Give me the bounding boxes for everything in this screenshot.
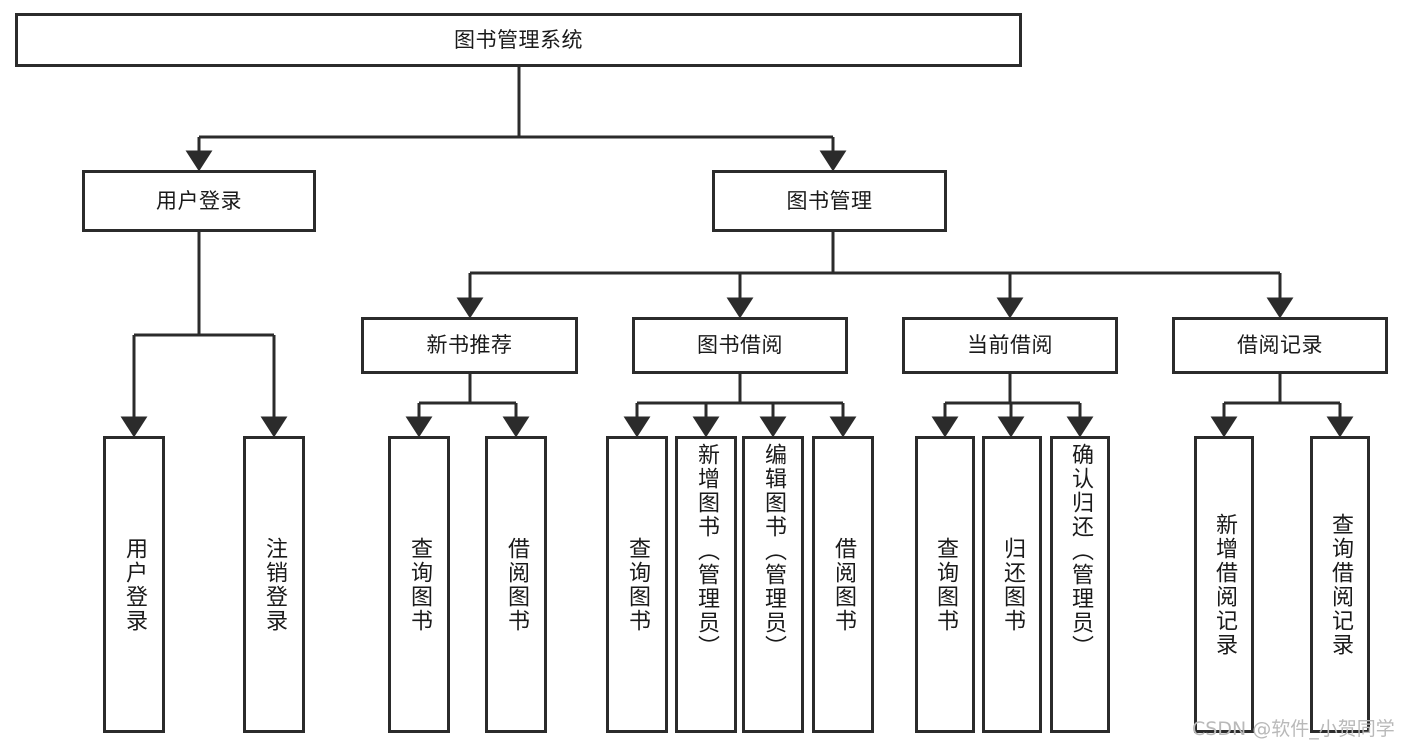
node-label: 图书管理 xyxy=(786,188,873,213)
node-book-management-system[interactable]: 图书管理系统 xyxy=(15,13,1022,67)
node-label: 图书借阅 xyxy=(697,333,783,358)
leaf-current-borrow-return[interactable]: 归还图书 xyxy=(982,436,1042,733)
node-label: 查询图书 xyxy=(406,536,432,633)
leaf-current-borrow-confirm-return[interactable]: 确认归还（管理员） xyxy=(1050,436,1110,733)
leaf-book-borrow-borrow[interactable]: 借阅图书 xyxy=(812,436,874,733)
node-label: 借阅图书 xyxy=(503,536,529,633)
node-label: 查询图书 xyxy=(932,536,958,633)
node-label: 新增图书（管理员） xyxy=(693,443,719,659)
node-label: 新书推荐 xyxy=(426,333,513,358)
leaf-borrow-record-add[interactable]: 新增借阅记录 xyxy=(1194,436,1254,733)
node-label: 借阅记录 xyxy=(1237,333,1323,358)
leaf-book-borrow-edit[interactable]: 编辑图书（管理员） xyxy=(742,436,804,733)
node-label: 确认归还（管理员） xyxy=(1067,443,1093,659)
leaf-current-borrow-query[interactable]: 查询图书 xyxy=(915,436,975,733)
watermark: CSDN @软件_小贺同学 xyxy=(1192,718,1395,740)
node-label: 借阅图书 xyxy=(830,536,856,633)
node-user-login[interactable]: 用户登录 xyxy=(82,170,316,232)
node-label: 查询图书 xyxy=(624,536,650,633)
node-label: 编辑图书（管理员） xyxy=(760,443,786,659)
node-label: 当前借阅 xyxy=(967,333,1053,358)
node-current-borrow[interactable]: 当前借阅 xyxy=(902,317,1118,374)
node-label: 新增借阅记录 xyxy=(1211,512,1237,657)
leaf-user-login-signin[interactable]: 用户登录 xyxy=(103,436,165,733)
leaf-book-borrow-query[interactable]: 查询图书 xyxy=(606,436,668,733)
node-label: 图书管理系统 xyxy=(454,27,583,52)
leaf-new-book-borrow[interactable]: 借阅图书 xyxy=(485,436,547,733)
node-book-management[interactable]: 图书管理 xyxy=(712,170,947,232)
leaf-borrow-record-query[interactable]: 查询借阅记录 xyxy=(1310,436,1370,733)
leaf-new-book-query[interactable]: 查询图书 xyxy=(388,436,450,733)
node-label: 注销登录 xyxy=(261,536,287,633)
node-label: 归还图书 xyxy=(999,536,1025,633)
node-borrow-record[interactable]: 借阅记录 xyxy=(1172,317,1388,374)
node-book-borrow[interactable]: 图书借阅 xyxy=(632,317,848,374)
leaf-user-login-signout[interactable]: 注销登录 xyxy=(243,436,305,733)
leaf-book-borrow-add[interactable]: 新增图书（管理员） xyxy=(675,436,737,733)
node-label: 用户登录 xyxy=(156,188,242,213)
node-label: 查询借阅记录 xyxy=(1327,512,1353,657)
node-new-book-recommend[interactable]: 新书推荐 xyxy=(361,317,578,374)
node-label: 用户登录 xyxy=(121,536,147,633)
